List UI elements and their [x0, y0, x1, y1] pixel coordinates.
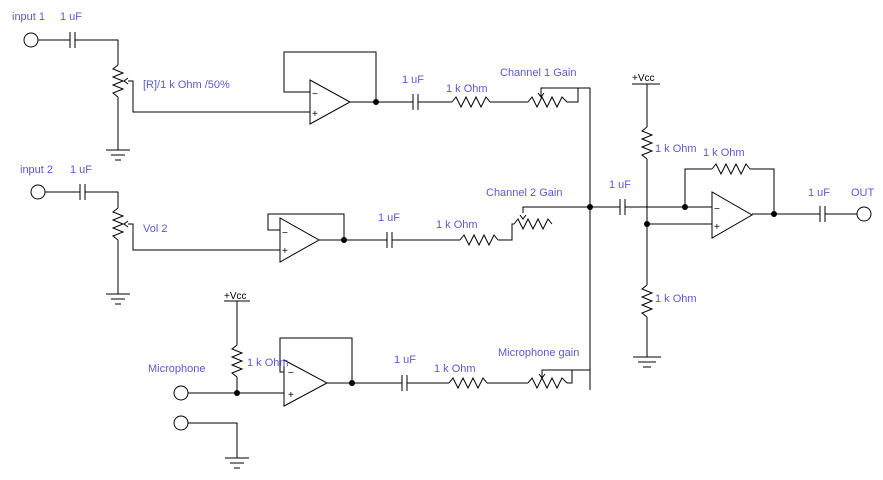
opamp-1: − + [309, 79, 352, 125]
microphone-ground-terminal [173, 415, 189, 431]
mic-capacitor [401, 375, 408, 391]
input-1-label: input 1 [12, 11, 45, 23]
input-2-label: input 2 [20, 164, 53, 176]
opamp-mic-minus: − [288, 368, 294, 379]
ch2-gain-potentiometer [513, 217, 553, 231]
mic-bias-resistor [230, 344, 244, 378]
mixer-top-res-label: 1 k Ohm [655, 143, 697, 155]
input-2-terminal [30, 184, 46, 200]
mixer-top-resistor [640, 126, 654, 160]
opamp-mic: − + [283, 359, 329, 407]
opamp-2-plus: + [282, 246, 288, 257]
input-1-capacitor [69, 32, 76, 48]
input-2-potentiometer [111, 207, 129, 241]
ground-symbol [106, 149, 130, 161]
ch2-resistor [459, 233, 499, 247]
opamp-2-minus: − [282, 228, 288, 239]
ch1-cap-label: 1 uF [402, 74, 424, 86]
ground-symbol [106, 293, 130, 305]
opamp-2: − + [279, 217, 321, 263]
output-capacitor [819, 206, 826, 222]
mixer-bottom-resistor [640, 284, 654, 318]
opamp-mixer-plus: + [714, 222, 720, 233]
opamp-mixer-minus: − [714, 204, 720, 215]
mixer-stage: +Vcc − + 1 k Ohm 1 k Ohm 1 [587, 73, 875, 368]
ch1-gain-potentiometer [527, 95, 568, 109]
mixer-cap-label: 1 uF [609, 179, 631, 191]
ch1-res-label: 1 k Ohm [446, 83, 488, 95]
input-1-terminal [23, 32, 39, 48]
ch2-cap-label: 1 uF [378, 212, 400, 224]
opamp-mixer: − + [711, 191, 754, 239]
mixer-vcc-label: +Vcc [632, 73, 655, 84]
opamp-1-minus: − [312, 89, 318, 100]
microphone-label: Microphone [148, 363, 205, 375]
microphone-channel: +Vcc − + Microph [148, 291, 590, 469]
output-label: OUT [851, 187, 875, 199]
ch2-res-label: 1 k Ohm [436, 219, 478, 231]
mixer-input-capacitor [619, 199, 626, 215]
microphone-terminal [173, 385, 189, 401]
input-1-potentiometer [111, 64, 129, 98]
input-1-cap-label: 1 uF [60, 11, 82, 23]
opamp-1-plus: + [312, 109, 318, 120]
mixer-bottom-res-label: 1 k Ohm [655, 293, 697, 305]
ground-symbol [225, 457, 249, 469]
input-1-pot-label: [R]/1 k Ohm /50% [143, 79, 230, 91]
ch2-capacitor [386, 232, 393, 248]
mic-gain-potentiometer [527, 376, 568, 390]
mic-res2-label: 1 k Ohm [434, 363, 476, 375]
ch1-gain-label: Channel 1 Gain [500, 67, 576, 79]
output-cap-label: 1 uF [808, 187, 830, 199]
ch1-capacitor [412, 94, 419, 110]
input-2-cap-label: 1 uF [70, 164, 92, 176]
channel-2: − + input 2 1 uF Vol 2 1 uF 1 k Ohm Chan… [20, 164, 590, 305]
mic-res-label: 1 k Ohm [247, 357, 289, 369]
mic-gain-label: Microphone gain [498, 347, 579, 359]
ch2-gain-label: Channel 2 Gain [486, 187, 562, 199]
output-terminal [856, 206, 872, 222]
mic-cap-label: 1 uF [394, 354, 416, 366]
mixer-fb-res-label: 1 k Ohm [703, 147, 745, 159]
mixer-feedback-resistor [711, 162, 751, 176]
channel-1: − + input 1 1 uF [R]/1 k Ohm /50% 1 uF 1… [12, 11, 591, 390]
input-2-capacitor [79, 184, 86, 200]
input-2-pot-label: Vol 2 [143, 223, 167, 235]
ground-symbol [633, 356, 661, 368]
mic-resistor [448, 376, 488, 390]
mic-vcc-label: +Vcc [224, 291, 247, 302]
opamp-mic-plus: + [288, 390, 294, 401]
ch1-resistor [451, 95, 491, 109]
